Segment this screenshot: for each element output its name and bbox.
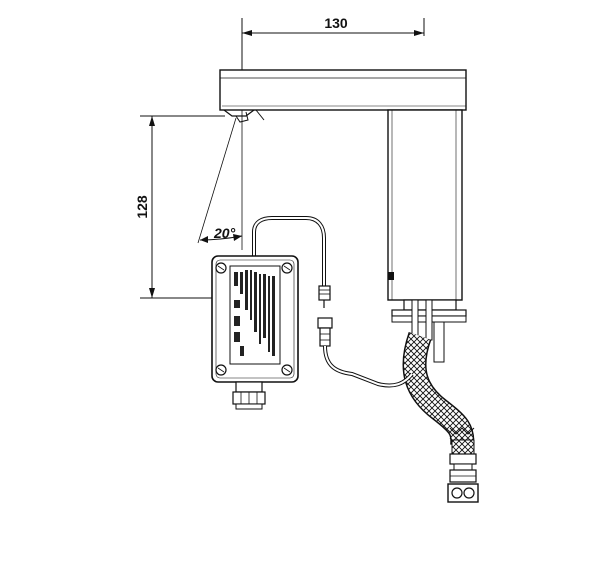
label-plate-graphic [229, 265, 281, 365]
valve-cable [317, 317, 414, 388]
faucet-body [219, 69, 467, 363]
angle-dimension-label: 20° [213, 225, 236, 241]
control-box [211, 255, 299, 410]
height-dimension-label: 128 [134, 195, 150, 219]
sensor-cable [252, 216, 331, 308]
width-dimension-label: 130 [324, 15, 348, 31]
flexible-hose [402, 332, 479, 503]
